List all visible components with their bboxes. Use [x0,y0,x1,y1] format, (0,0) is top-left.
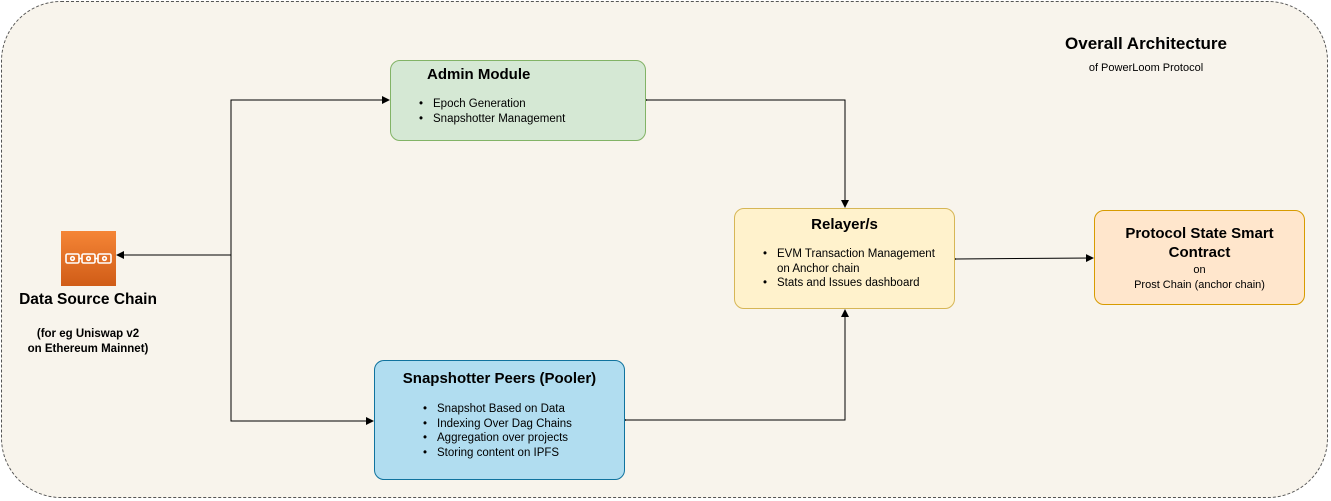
diagram-subtitle: of PowerLoom Protocol [1088,62,1204,74]
data-source-line1: (for eg Uniswap v2 [36,328,140,340]
list-item: Epoch Generation [419,97,565,112]
data-source-line2: on Ethereum Mainnet) [27,342,149,355]
protocol-state-box[interactable]: Protocol State Smart Contract on Prost C… [1094,210,1305,305]
data-source-subtitle: (for eg Uniswap v2 on Ethereum Mainnet) [0,327,176,356]
data-source-title: Data Source Chain [19,291,157,308]
diagram-title: Overall Architecture [1065,34,1227,53]
protocol-state-line1: on [1193,264,1206,276]
list-item: Snapshotter Management [419,112,565,127]
admin-module-list: Epoch Generation Snapshotter Management [419,97,565,126]
list-item: Indexing Over Dag Chains [423,417,572,432]
snapshotter-peers-box[interactable]: Snapshotter Peers (Pooler) Snapshot Base… [374,360,625,480]
relayer-list: EVM Transaction Management on Anchor cha… [763,247,939,291]
admin-module-title: Admin Module [427,66,531,83]
relayer-box[interactable]: Relayer/s EVM Transaction Management on … [734,208,955,309]
list-item: Aggregation over projects [423,431,572,446]
blockchain-icon[interactable] [61,231,116,286]
protocol-state-line2: Prost Chain (anchor chain) [1134,278,1265,291]
protocol-state-subtitle: on Prost Chain (anchor chain) [1095,263,1304,292]
list-item: Storing content on IPFS [423,446,572,461]
snapshotter-peers-title: Snapshotter Peers (Pooler) [402,370,597,387]
snapshotter-peers-list: Snapshot Based on Data Indexing Over Dag… [423,402,572,460]
relayer-title: Relayer/s [811,216,878,233]
list-item: Snapshot Based on Data [423,402,572,417]
admin-module-box[interactable]: Admin Module Epoch Generation Snapshotte… [390,60,646,141]
protocol-state-title: Protocol State Smart Contract [1125,225,1274,261]
list-item: Stats and Issues dashboard [763,276,939,291]
list-item: EVM Transaction Management on Anchor cha… [763,247,939,276]
